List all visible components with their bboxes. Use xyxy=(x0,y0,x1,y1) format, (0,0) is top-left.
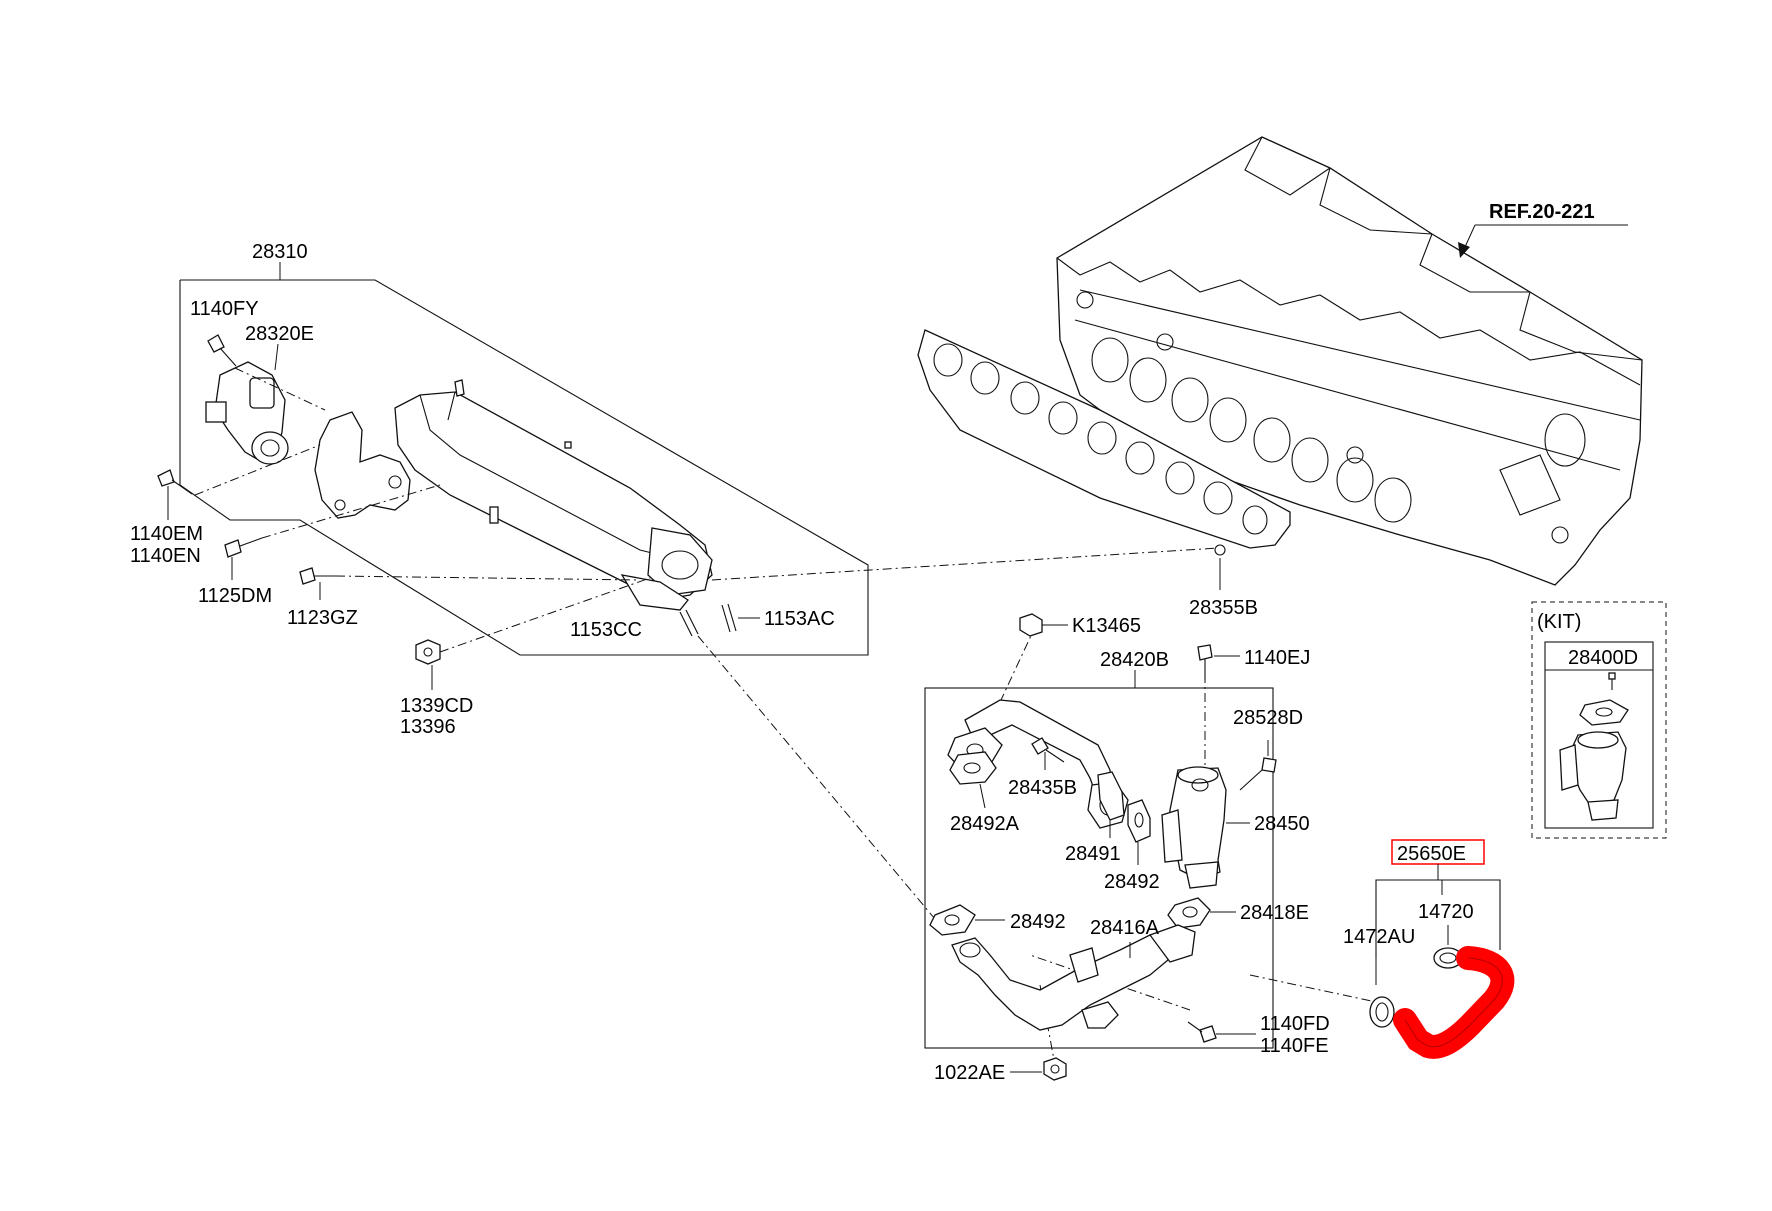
label-1140EJ: 1140EJ xyxy=(1244,647,1310,669)
bolt-28435B xyxy=(1031,737,1065,770)
highlight-box-25650E xyxy=(1391,839,1485,865)
label-1125DM: 1125DM xyxy=(198,585,272,607)
gasket-28418E xyxy=(1167,897,1236,929)
label-1140FE: 1140FE xyxy=(1260,1035,1329,1057)
label-28528D: 28528D xyxy=(1233,707,1303,729)
label-1123GZ: 1123GZ xyxy=(287,607,358,629)
gasket-28491 xyxy=(1097,771,1125,838)
label-28420B: 28420B xyxy=(1100,649,1169,671)
egr-actuator-illustration xyxy=(205,361,289,465)
label-1153CC: 1153CC xyxy=(570,619,642,641)
label-28320E: 28320E xyxy=(245,323,314,345)
label-kit: (KIT) xyxy=(1537,611,1581,633)
kit-egr-valve-illustration xyxy=(1559,672,1629,821)
ref-head-label: REF.20-221 xyxy=(1489,201,1595,223)
manifold-gasket-illustration xyxy=(917,329,1291,556)
bolt-28528D xyxy=(1239,740,1277,791)
label-1140EM: 1140EM xyxy=(130,523,203,545)
egr-hose-outline xyxy=(1404,957,1503,1048)
bolt-1140FY xyxy=(207,334,237,367)
label-28416A: 28416A xyxy=(1090,917,1160,939)
nut-K13465 xyxy=(1019,613,1068,637)
leader-28320E xyxy=(274,343,279,371)
label-28310: 28310 xyxy=(252,241,308,263)
cylinder-head-reference: REF.20-221 xyxy=(1458,201,1628,258)
bolt-1140FD xyxy=(1187,1021,1256,1043)
label-25650E: 25650E xyxy=(1397,843,1466,865)
cylinder-head-illustration xyxy=(1056,136,1643,586)
nut-1022AE xyxy=(1010,1057,1067,1081)
label-28450: 28450 xyxy=(1254,813,1310,835)
stud-1153AC xyxy=(721,603,737,633)
label-13396: 13396 xyxy=(400,716,456,738)
egr-cooler-group-box xyxy=(179,262,869,656)
label-28355B: 28355B xyxy=(1189,597,1258,619)
cooler-bracket-illustration xyxy=(314,411,411,519)
label-28418E: 28418E xyxy=(1240,902,1309,924)
gasket-28492-lower xyxy=(929,904,1005,936)
label-14720: 14720 xyxy=(1418,901,1474,923)
label-1153AC: 1153AC xyxy=(764,608,835,630)
bolt-1123GZ xyxy=(299,567,336,585)
stud-1153CC xyxy=(679,609,699,637)
gasket-28492-upper xyxy=(1127,799,1151,865)
label-K13465: K13465 xyxy=(1072,615,1141,637)
lower-egr-pipe-illustration xyxy=(951,924,1196,1031)
egr-hose-highlighted xyxy=(1393,946,1515,1059)
kit-box xyxy=(1531,601,1667,839)
egr-pipe-group-box xyxy=(924,670,1274,1049)
clamp-1472AU xyxy=(1369,996,1395,1028)
egr-cooler-illustration xyxy=(394,379,713,611)
label-28491: 28491 xyxy=(1065,843,1121,865)
label-28492-lower: 28492 xyxy=(1010,911,1066,933)
bolt-1125DM xyxy=(224,537,263,558)
label-1140EN: 1140EN xyxy=(130,545,201,567)
bolt-1140EM xyxy=(157,469,193,495)
label-28492-upper: 28492 xyxy=(1104,871,1160,893)
label-1140FY: 1140FY xyxy=(190,298,259,320)
nut-1339CD xyxy=(415,639,441,665)
label-1022AE: 1022AE xyxy=(934,1062,1005,1084)
bolt-1140EJ xyxy=(1197,644,1240,680)
label-1339CD: 1339CD xyxy=(400,695,473,717)
leader-28492A xyxy=(979,783,986,809)
gasket-28492A xyxy=(949,751,997,785)
hose-group-bracket xyxy=(1375,839,1501,958)
label-28400D: 28400D xyxy=(1568,647,1638,669)
label-1140FD: 1140FD xyxy=(1260,1013,1330,1035)
label-28492A: 28492A xyxy=(950,813,1020,835)
label-1472AU: 1472AU xyxy=(1343,926,1415,948)
egr-valve-illustration xyxy=(1161,766,1227,889)
label-28435B: 28435B xyxy=(1008,777,1077,799)
